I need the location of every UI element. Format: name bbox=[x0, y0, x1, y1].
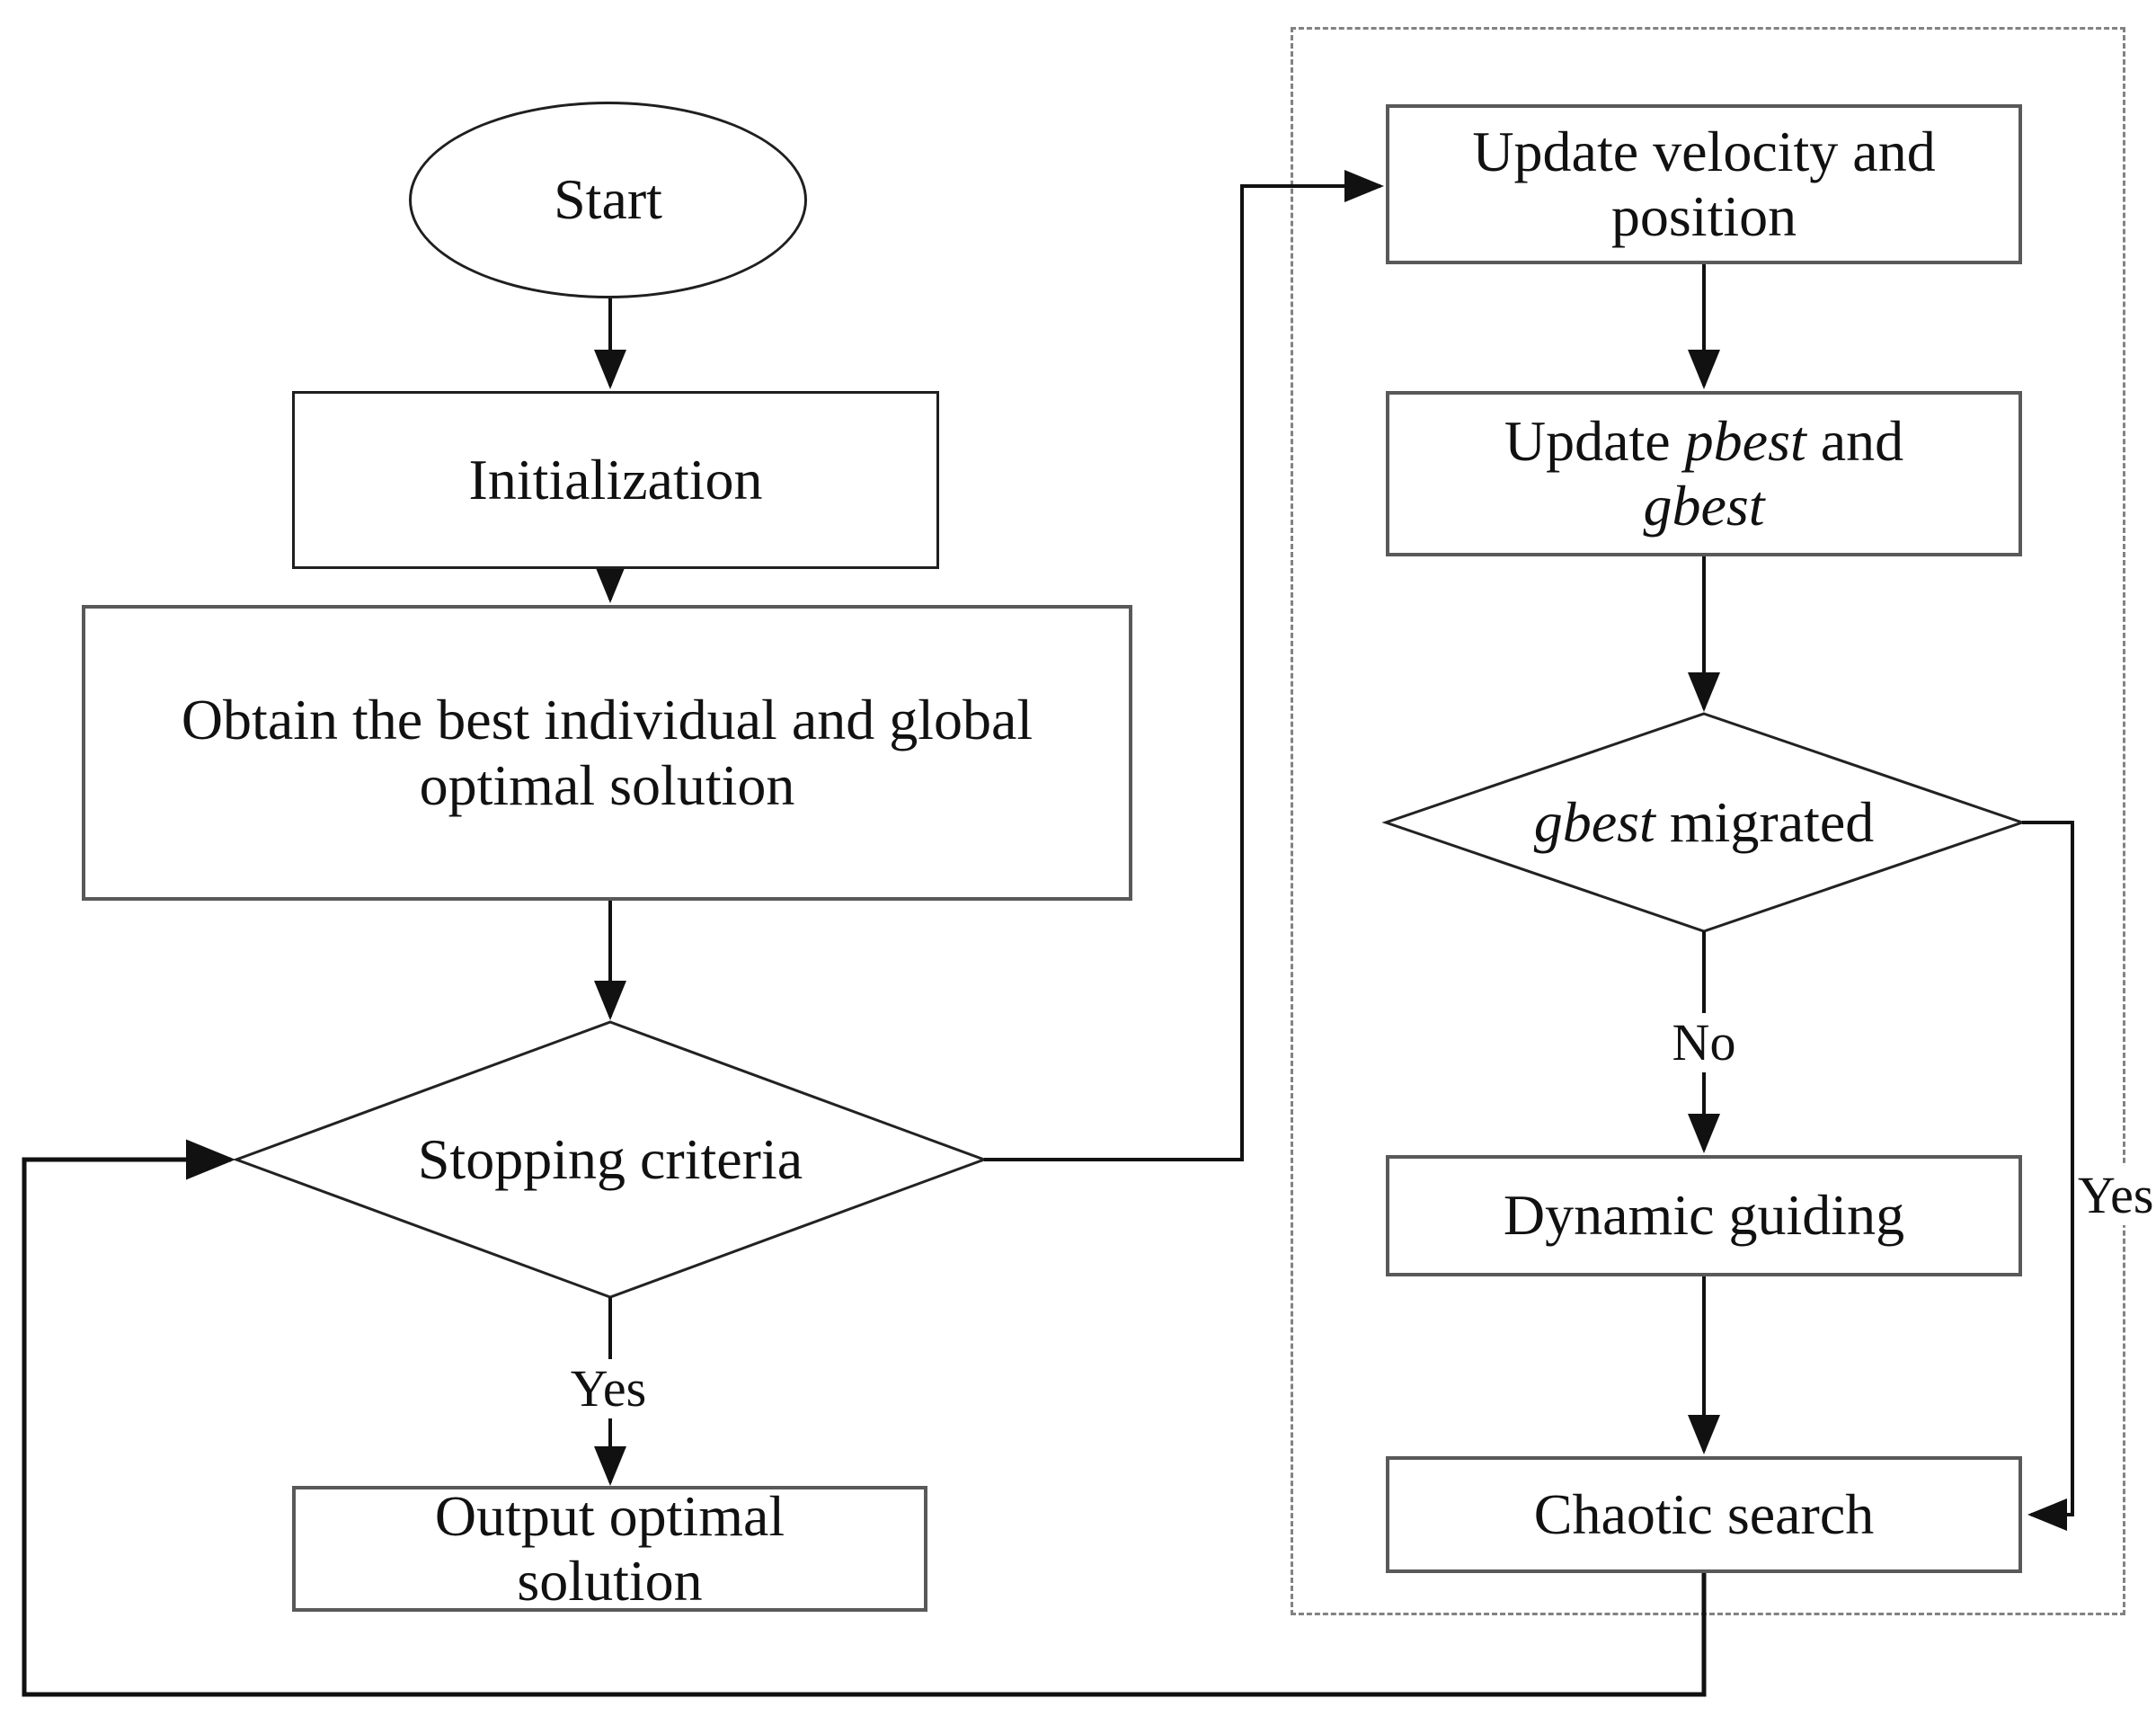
node-label-line: gbest migrated bbox=[1533, 789, 1875, 854]
node-initialization: Initialization bbox=[292, 391, 939, 569]
node-label-line: gbest bbox=[1643, 474, 1765, 538]
edge-stopping-updatevelocity bbox=[984, 170, 1384, 1161]
edge-chaotic-loopback-stopping bbox=[22, 1139, 1707, 1697]
node-label-line: Stopping criteria bbox=[417, 1126, 803, 1191]
edge-gbestmigrated-chaotic-yes bbox=[2022, 821, 2074, 1531]
node-label-line: Chaotic search bbox=[1533, 1481, 1875, 1546]
node-label-line: Dynamic guiding bbox=[1503, 1183, 1905, 1248]
node-label-line: Output optimal bbox=[434, 1483, 785, 1548]
node-label-line: Obtain the best individual and global bbox=[181, 688, 1034, 752]
dashed-subprocess-region bbox=[1291, 27, 2125, 1615]
node-chaotic-search: Chaotic search bbox=[1386, 1456, 2022, 1573]
node-start: Start bbox=[409, 102, 807, 298]
node-label-line: solution bbox=[517, 1549, 703, 1613]
node-label-line: Update velocity and bbox=[1472, 119, 1936, 183]
node-dynamic-guiding: Dynamic guiding bbox=[1386, 1155, 2022, 1276]
node-label-line: optimal solution bbox=[419, 752, 795, 817]
node-label-line: Start bbox=[554, 167, 662, 232]
node-gbest-migrated-label: gbest migrated bbox=[1416, 782, 1992, 863]
node-label-line: Initialization bbox=[468, 447, 763, 511]
node-label-line: Update pbest and bbox=[1504, 408, 1904, 473]
edge-label-gbest-yes: Yes bbox=[2076, 1166, 2156, 1225]
node-label-line: position bbox=[1610, 184, 1797, 248]
edge-label-gbest-no: No bbox=[1663, 1013, 1745, 1072]
edge-label-stopping-yes: Yes bbox=[561, 1359, 656, 1418]
node-stopping-criteria-label: Stopping criteria bbox=[323, 1119, 898, 1200]
